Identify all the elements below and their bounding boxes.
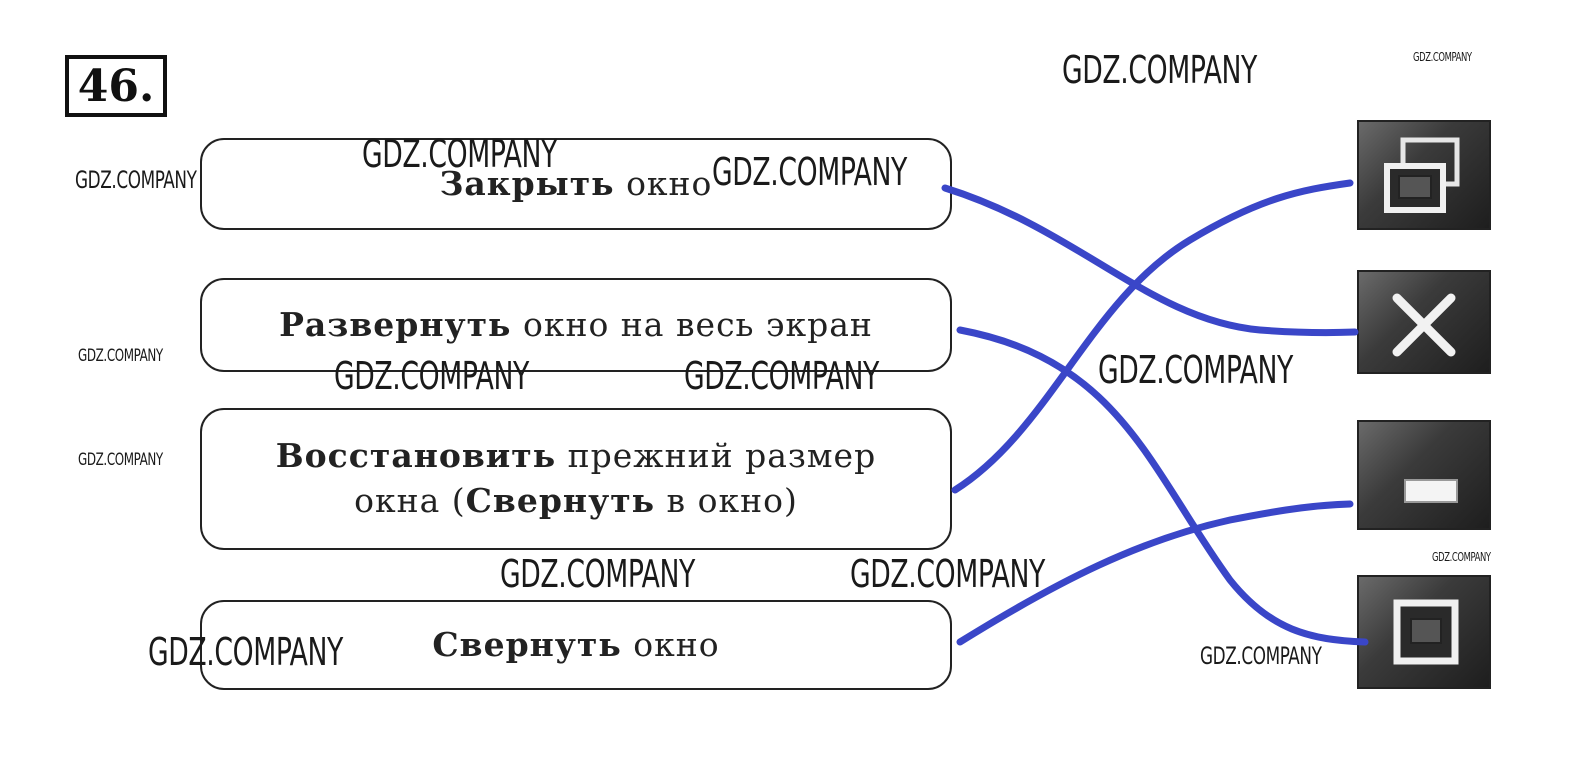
action-close-bold: Закрыть	[439, 163, 615, 203]
close-x-icon	[1357, 270, 1491, 374]
watermark: GDZ.COMPANY	[148, 630, 343, 674]
action-restore-rest-1: прежний размер	[556, 436, 877, 476]
watermark: GDZ.COMPANY	[712, 150, 907, 194]
watermark: GDZ.COMPANY	[78, 450, 163, 470]
connector-close	[941, 184, 1359, 337]
action-restore-rest-2a: окна (	[354, 481, 466, 520]
watermark: GDZ.COMPANY	[684, 354, 879, 398]
watermark: GDZ.COMPANY	[75, 166, 197, 194]
action-box-close-window: Закрыть окно	[200, 138, 952, 230]
watermark: GDZ.COMPANY	[1062, 48, 1257, 92]
task-number: 46.	[65, 55, 167, 117]
watermark: GDZ.COMPANY	[1413, 50, 1472, 64]
maximize-square-icon	[1357, 575, 1491, 689]
action-restore-bold-1: Восстановить	[275, 436, 557, 476]
action-maximize-rest: окно на весь экран	[511, 304, 873, 344]
action-minimize-rest: окно	[621, 624, 720, 664]
watermark: GDZ.COMPANY	[1098, 348, 1293, 392]
action-box-maximize-window: Развернуть окно на весь экран	[200, 278, 952, 372]
watermark: GDZ.COMPANY	[850, 552, 1045, 596]
watermark: GDZ.COMPANY	[334, 354, 529, 398]
watermark: GDZ.COMPANY	[78, 346, 163, 366]
action-minimize-bold: Свернуть	[432, 624, 622, 664]
watermark: GDZ.COMPANY	[1432, 550, 1491, 564]
action-box-minimize-window: Свернуть окно	[200, 600, 952, 690]
action-restore-rest-2b: в окно)	[655, 481, 798, 520]
action-close-rest: окно	[614, 163, 713, 203]
action-maximize-bold: Развернуть	[279, 304, 512, 344]
action-restore-bold-2: Свернуть	[465, 481, 656, 520]
watermark: GDZ.COMPANY	[362, 132, 557, 176]
minimize-bar-icon	[1357, 420, 1491, 530]
watermark: GDZ.COMPANY	[1200, 642, 1322, 670]
action-box-restore-window: Восстановить прежний размер окна (Сверну…	[200, 408, 952, 550]
connector-restore	[951, 179, 1354, 494]
restore-window-icon	[1357, 120, 1491, 230]
watermark: GDZ.COMPANY	[500, 552, 695, 596]
